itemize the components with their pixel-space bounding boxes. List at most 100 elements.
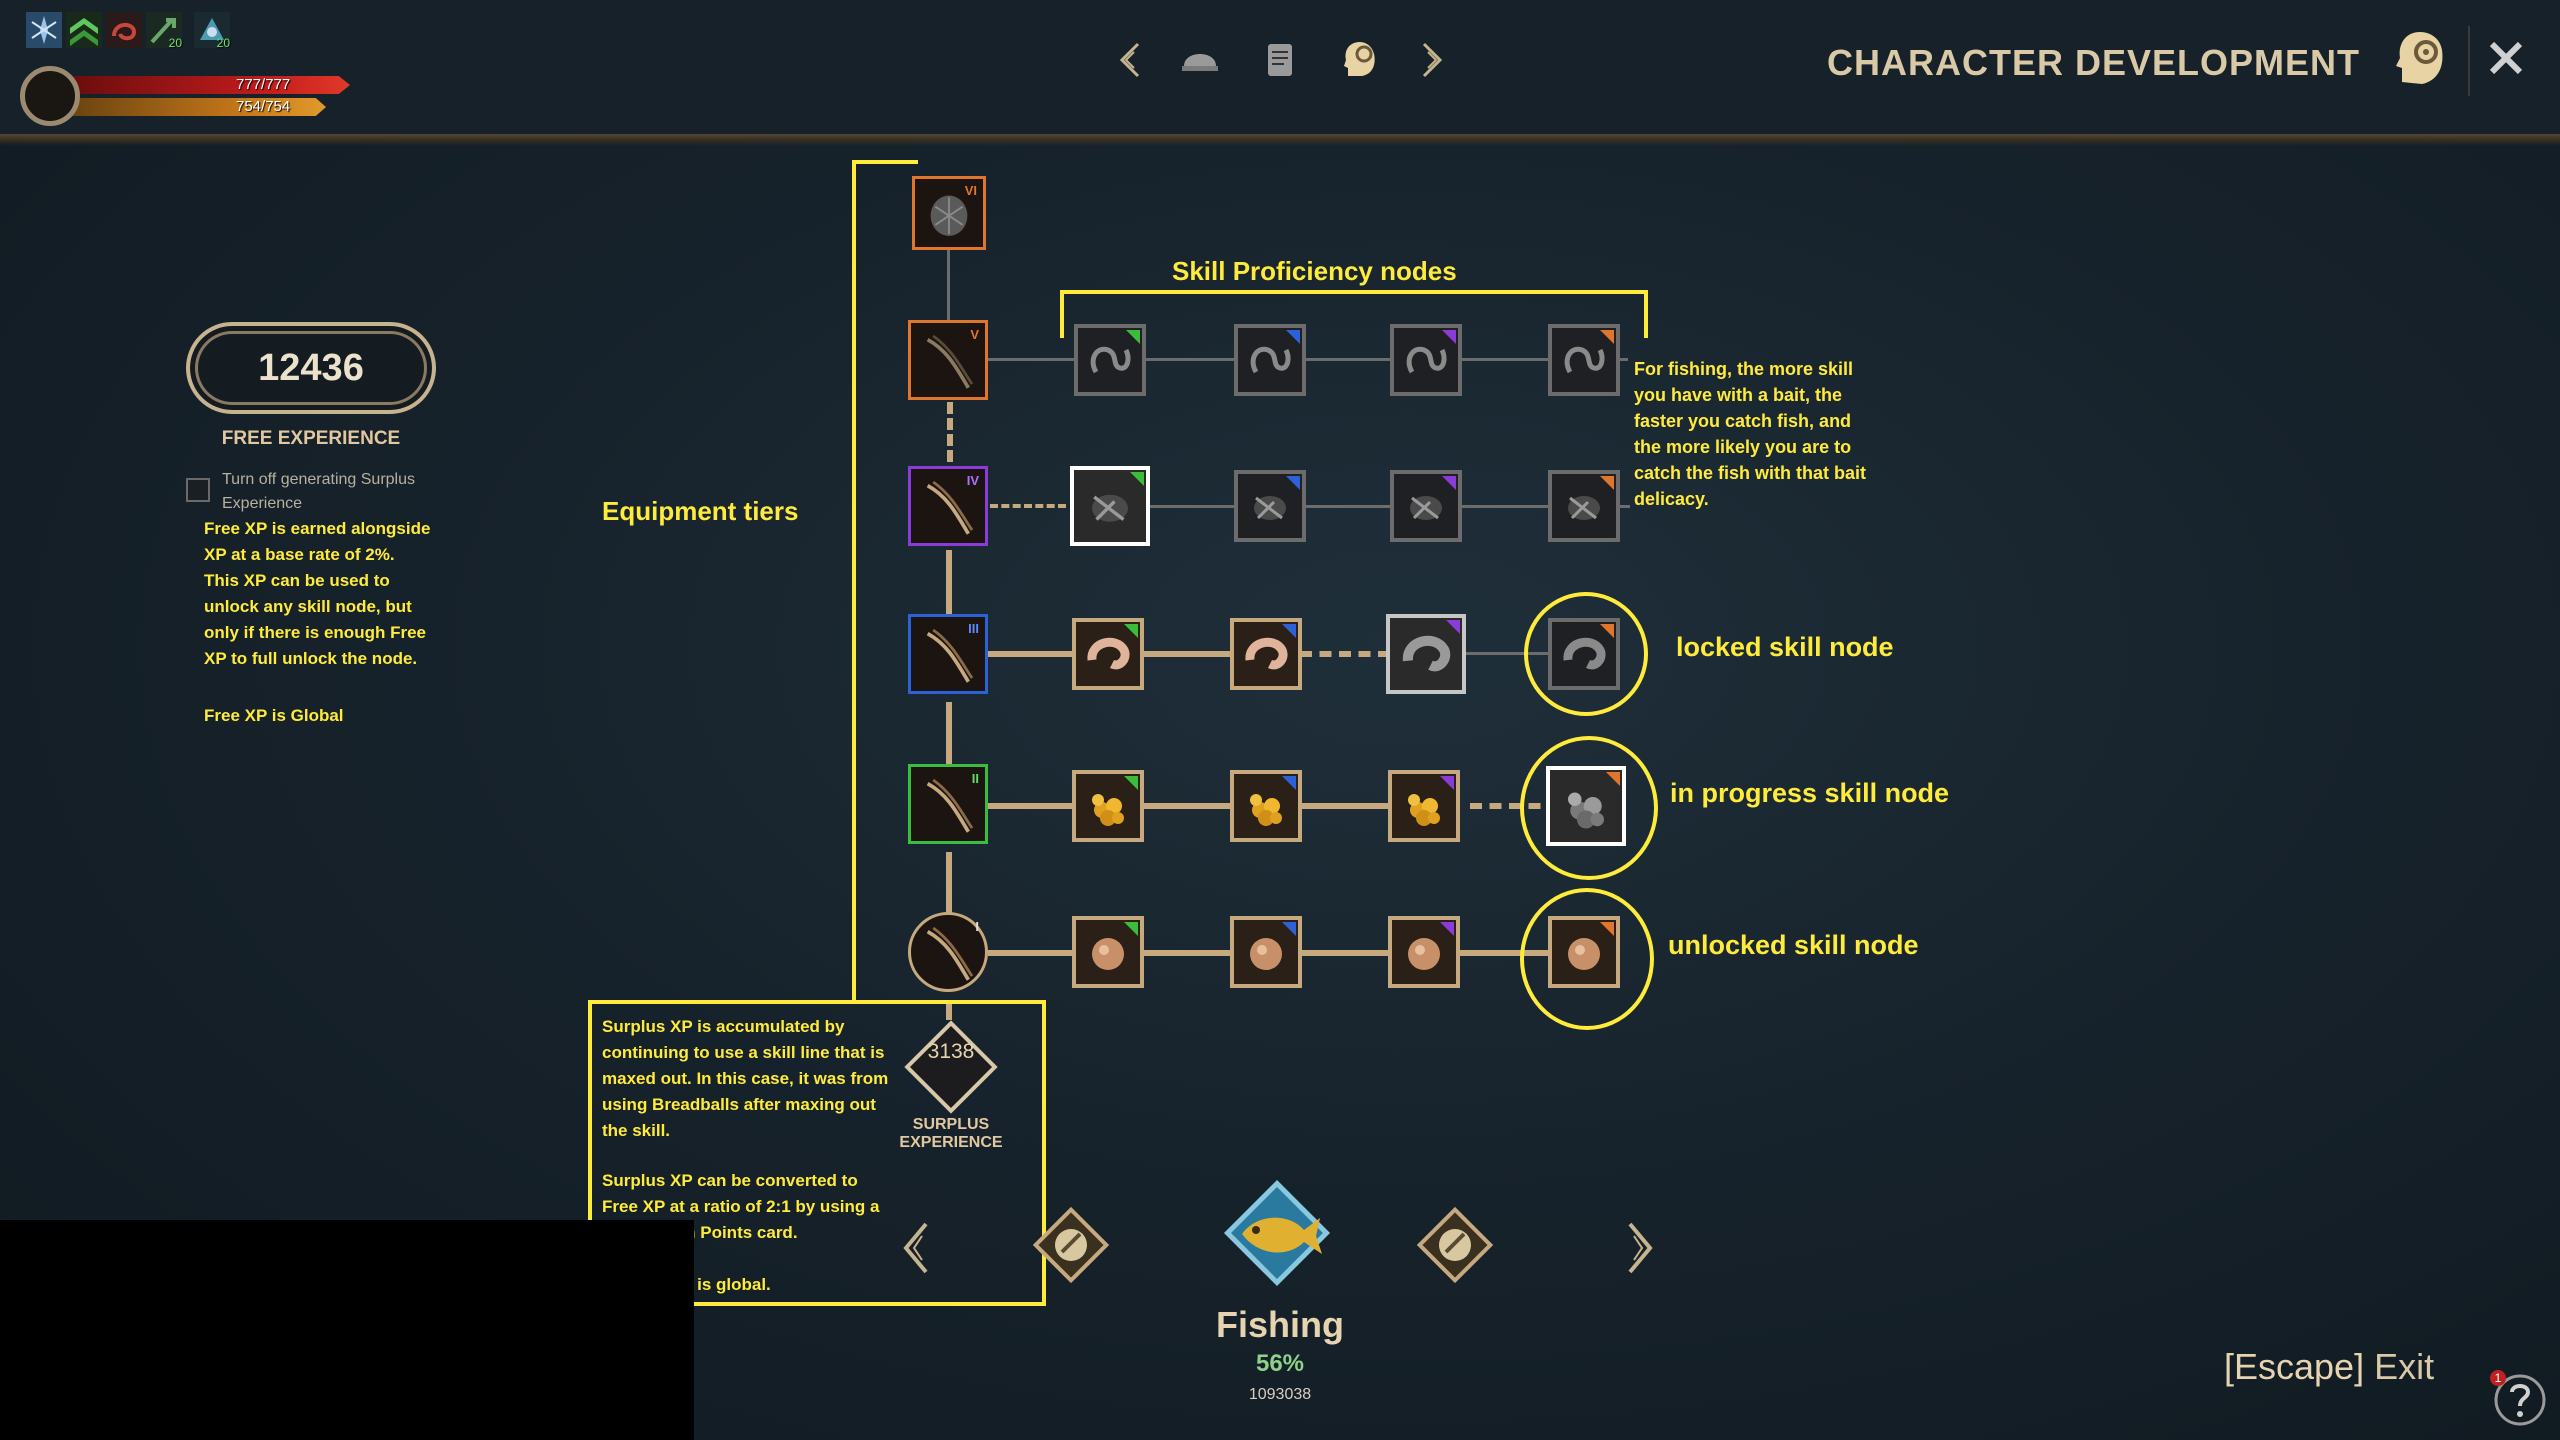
skill-node-worm-2[interactable] [1234,324,1306,396]
carousel-next-arrow-icon[interactable] [1618,1220,1658,1276]
skill-node-corn-1[interactable] [1072,770,1144,842]
fishing-skill-icon[interactable] [1212,1168,1342,1298]
timer-buff-icon-20[interactable]: 20 [146,12,182,50]
page-title: CHARACTER DEVELOPMENT [1826,42,2360,83]
bait-buff-icon[interactable] [106,12,142,48]
tier-label: V [970,327,979,342]
tier-label: VI [964,183,977,198]
tier-node-4[interactable]: IV [908,466,988,546]
proficiency-annotation: Skill Proficiency nodes [1172,256,1457,286]
connector [988,803,1438,809]
escape-key-label: [Escape] [2224,1346,2365,1387]
connector [946,852,952,924]
unlocked-node-annotation: unlocked skill node [1668,930,1919,960]
health-value: 777/777 [236,76,291,93]
surplus-toggle-checkbox[interactable] [186,478,210,502]
surplus-annotation-box [588,1000,1046,1306]
connector [990,504,1066,508]
skill-node-corn-3[interactable] [1388,770,1460,842]
stamina-value: 754/754 [236,98,291,115]
player-portrait-frame [20,66,80,126]
connector [1140,505,1630,508]
connector [947,402,953,478]
next-arrow-icon[interactable] [1408,38,1452,82]
skill-node-breadball-3[interactable] [1388,916,1460,988]
free-xp-annotation: Free XP is earned alongside XP at a base… [204,519,431,668]
free-xp-label: FREE EXPERIENCE [221,428,401,449]
top-bar-edge [0,134,2560,146]
scroll-icon[interactable] [1258,38,1302,82]
tier-node-2[interactable]: II [908,764,988,844]
head-gear-icon[interactable] [1338,38,1382,82]
skill-node-cricket-1[interactable] [1070,466,1150,546]
connector [988,358,1628,361]
surplus-toggle-label: Turn off generating Surplus Experience [222,471,416,512]
proficiency-bracket-right [1644,290,1648,338]
tier-node-1[interactable]: I [908,912,988,992]
digging-skill-icon[interactable] [1410,1200,1500,1290]
free-xp-value: 12436 [186,322,436,414]
tier-label: I [975,919,979,934]
skill-node-worm-4[interactable] [1548,324,1620,396]
unlocked-node-circle [1520,888,1654,1030]
skill-node-corn-2[interactable] [1230,770,1302,842]
proficiency-bracket-left [1060,290,1064,338]
connector [946,1000,952,1020]
help-badge: 1 [2490,1370,2506,1386]
surplus-xp-label: SURPLUS EXPERIENCE [899,1116,1003,1151]
connector [946,702,952,772]
free-xp-global-annotation: Free XP is Global [204,706,344,725]
carousel-prev-arrow-icon[interactable] [898,1220,938,1276]
chat-overlay [0,1220,694,1440]
skill-node-shrimp-1[interactable] [1072,618,1144,690]
skill-node-cricket-3[interactable] [1390,470,1462,542]
skill-node-worm-1[interactable] [1074,324,1146,396]
connector [1300,651,1390,657]
equipment-tiers-annotation: Equipment tiers [602,496,799,526]
connector [946,550,952,620]
tier-node-6[interactable]: VI [912,176,986,250]
tiers-bracket [852,160,856,1002]
skill-node-worm-3[interactable] [1390,324,1462,396]
tier-label: II [971,771,979,786]
header-divider [2468,26,2470,96]
in-progress-node-circle [1520,736,1658,880]
prospecting-skill-icon[interactable] [1026,1200,1116,1290]
skill-node-shrimp-2[interactable] [1230,618,1302,690]
skill-node-breadball-2[interactable] [1230,916,1302,988]
tier-label: IV [966,473,979,488]
locked-node-annotation: locked skill node [1676,632,1894,662]
skill-node-cricket-2[interactable] [1234,470,1306,542]
close-icon[interactable] [2486,38,2526,78]
stamina-bar [70,98,326,116]
buff-badge: 20 [168,36,182,50]
locked-node-circle [1524,592,1648,716]
frost-buff-icon[interactable] [26,12,62,48]
connector [947,250,950,320]
helmet-icon[interactable] [1178,38,1222,82]
skill-node-shrimp-3[interactable] [1386,614,1466,694]
proficiency-bracket-top [1060,290,1648,294]
settings-gear-icon[interactable] [2388,28,2452,92]
skill-progress-percent: 56% [1255,1350,1305,1377]
tier-label: III [968,621,979,636]
escape-exit-button[interactable]: [Escape] Exit [2224,1346,2434,1388]
tier-node-3[interactable]: III [908,614,988,694]
skill-xp-value: 1093038 [1248,1386,1312,1403]
tier-node-5[interactable]: V [908,320,988,400]
exit-label: Exit [2374,1346,2435,1387]
surplus-xp-diamond [902,1018,1000,1116]
help-icon[interactable]: 1 [2490,1370,2550,1430]
surplus-annotation-1: Surplus XP is accumulated by continuing … [602,1017,889,1140]
tiers-bracket-top [852,160,918,164]
skill-node-cricket-4[interactable] [1548,470,1620,542]
health-bar [70,76,350,94]
skill-name: Fishing [1216,1304,1344,1345]
timer-buff-icon-20b[interactable]: 20 [194,12,230,50]
connector [1470,803,1560,809]
prev-arrow-icon[interactable] [1110,38,1154,82]
skill-node-breadball-1[interactable] [1072,916,1144,988]
buff-badge: 20 [216,36,230,50]
fishing-annotation: For fishing, the more skill you have wit… [1634,359,1867,509]
rank-buff-icon[interactable] [66,12,102,48]
